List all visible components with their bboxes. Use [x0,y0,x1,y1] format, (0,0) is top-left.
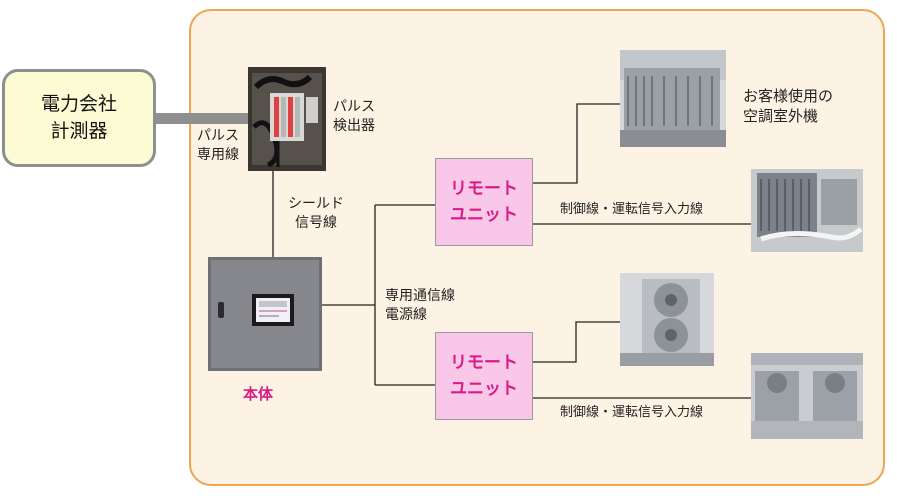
outdoor-unit-photo-1 [620,50,726,147]
outdoor-unit-label-1: お客様使用の [743,87,834,105]
control-line-label-top: 制御線・運転信号入力線 [560,202,704,217]
main-unit-label: 本体 [243,385,274,403]
remote-unit-1-line1: リモート [450,179,518,199]
shield-line-label: シールド 信号線 [288,195,344,233]
outdoor-unit-label: お客様使用の 空調室外機 [743,86,833,126]
pulse-detector-label: パルス 検出器 [333,98,375,136]
power-company-meter: 電力会社 計測器 [2,69,156,167]
main-unit-photo [208,257,322,371]
outdoor-unit-photo-4 [751,353,863,439]
shield-line-label-1: シールド [288,196,344,212]
remote-unit-2-line1: リモート [450,353,518,373]
pulse-detector-label-1: パルス [333,99,375,115]
control-line-label-bottom: 制御線・運転信号入力線 [560,405,704,420]
pulse-detector-photo [248,67,326,171]
outdoor-unit-photo-3 [620,273,714,366]
remote1-to-outdoor1 [533,103,620,184]
meter-connector [156,113,254,124]
pulse-line-label: パルス 専用線 [197,127,239,165]
meter-label-line2: 計測器 [50,120,108,142]
remote-unit-2: リモート ユニット [435,332,533,420]
comm-line-label-1: 専用通信線 [385,288,455,304]
pulse-line-label-1: パルス [197,128,239,144]
remote-unit-1-line2: ユニット [450,205,518,225]
remote2-to-outdoor3 [533,321,620,363]
pulse-detector-label-2: 検出器 [333,118,375,134]
remote-unit-1: リモート ユニット [435,158,533,246]
comm-line-label-2: 電源線 [385,307,427,323]
meter-label-line1: 電力会社 [40,93,117,115]
outdoor-unit-label-2: 空調室外機 [743,107,819,125]
shield-line-label-2: 信号線 [295,215,337,231]
pulse-line-label-2: 専用線 [197,147,239,163]
remote-unit-2-line2: ユニット [450,379,518,399]
comm-line-label: 専用通信線 電源線 [385,287,455,325]
outdoor-unit-photo-2 [751,169,863,252]
